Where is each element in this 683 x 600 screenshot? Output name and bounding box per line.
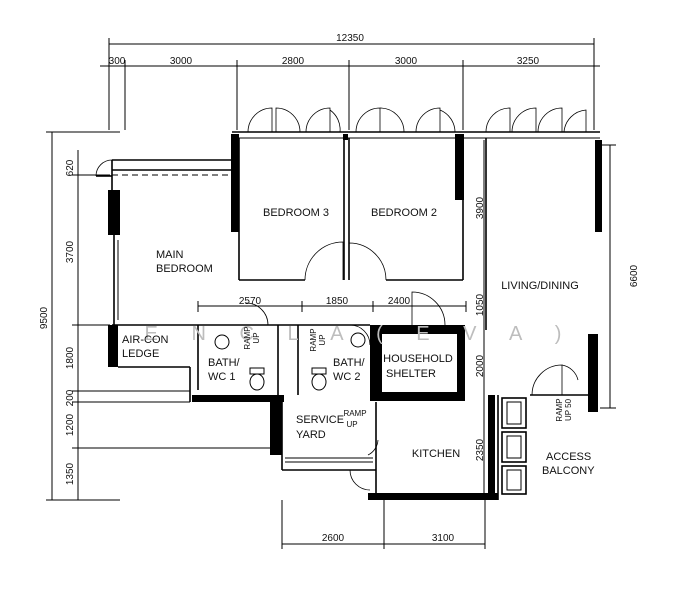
wall-aircon-left	[108, 325, 118, 367]
ramp-up-bath1: UP	[252, 332, 261, 343]
wall-bed2-right	[455, 134, 464, 200]
top-dim-3000-b: 3000	[395, 56, 418, 67]
label-main-bedroom-2: BEDROOM	[156, 263, 213, 275]
wall-living-right-top	[595, 140, 602, 232]
label-aircon-2: LEDGE	[122, 348, 159, 360]
wall-main-left	[108, 190, 120, 235]
left-dim-1350: 1350	[65, 462, 76, 485]
ramp-label-balcony: RAMP	[555, 398, 564, 421]
watermark: E N C L A ( E V A )	[145, 323, 576, 345]
fixtures	[214, 332, 366, 391]
ramp-label-bath1: RAMP	[243, 326, 252, 349]
top-dimensions: 12350 300 3000 2800 3000 3250	[100, 33, 600, 130]
label-main-bedroom-1: MAIN	[156, 249, 184, 261]
label-bedroom-2: BEDROOM 2	[371, 207, 437, 219]
windows	[247, 107, 587, 133]
right-dimension: 6600	[600, 144, 640, 409]
top-dim-3000-a: 3000	[170, 56, 193, 67]
left-dimensions: 9500 620 3700 1800 200 1200 1350	[39, 131, 280, 501]
toilet-icon	[249, 367, 265, 391]
inner-dim-1850: 1850	[326, 296, 349, 307]
wall-living-right-bottom	[588, 334, 598, 412]
label-shelter-2: SHELTER	[386, 368, 436, 380]
wall-bed3-left	[231, 134, 239, 232]
label-aircon-1: AIR-CON	[122, 334, 169, 346]
label-kitchen: KITCHEN	[412, 448, 460, 460]
label-balcony-2: BALCONY	[542, 465, 595, 477]
ramp-labels: RAMP UP RAMP UP RAMP UP RAMP UP 50	[243, 326, 573, 429]
right-dim-6600: 6600	[629, 264, 640, 287]
overall-width-label: 12350	[336, 33, 364, 44]
top-dim-2800: 2800	[282, 56, 305, 67]
left-dim-200: 200	[65, 389, 76, 406]
ramp-up-service: UP	[346, 420, 357, 429]
walls	[95, 131, 602, 500]
inner-dim-2570: 2570	[239, 296, 262, 307]
wall-shelter-left	[370, 325, 382, 400]
inner-dim-2000: 2000	[475, 354, 486, 377]
label-bath1-1: BATH/	[208, 357, 241, 369]
left-dim-3700: 3700	[65, 240, 76, 263]
ramp-up-balcony: UP 50	[564, 398, 573, 421]
left-total-label: 9500	[39, 306, 50, 329]
ramp-label-service: RAMP	[343, 409, 366, 418]
label-bath2-2: WC 2	[333, 371, 361, 383]
left-dim-1200: 1200	[65, 413, 76, 436]
label-service-1: SERVICE	[296, 414, 344, 426]
bottom-dim-3100: 3100	[432, 533, 455, 544]
ramp-up-bath2: UP	[318, 334, 327, 345]
label-living-dining: LIVING/DINING	[501, 280, 579, 292]
label-balcony-1: ACCESS	[546, 451, 591, 463]
inner-dimensions: 2570 1850 2400 3900 1050 2000 2350	[197, 140, 486, 498]
room-labels: BEDROOM 3 BEDROOM 2 MAIN BEDROOM LIVING/…	[122, 207, 595, 477]
ramp-label-bath2: RAMP	[309, 328, 318, 351]
label-shelter-1: HOUSEHOLD	[383, 353, 453, 365]
inner-dim-2350: 2350	[475, 438, 486, 461]
left-dim-620: 620	[65, 159, 76, 176]
left-dim-1800: 1800	[65, 346, 76, 369]
bottom-dimensions: 2600 3100	[281, 500, 486, 549]
basin-icon	[214, 332, 366, 350]
wall-kitchen-bottom	[368, 493, 498, 500]
label-bath1-2: WC 1	[208, 371, 236, 383]
top-dim-300: 300	[109, 56, 126, 67]
label-service-2: YARD	[296, 429, 326, 441]
inner-dim-3900: 3900	[475, 196, 486, 219]
label-bedroom-3: BEDROOM 3	[263, 207, 329, 219]
toilet-icon	[311, 367, 327, 391]
inner-dim-1050: 1050	[475, 293, 486, 316]
inner-dim-2400: 2400	[388, 296, 411, 307]
doors	[245, 241, 579, 491]
top-dim-3250: 3250	[517, 56, 540, 67]
label-bath2-1: BATH/	[333, 357, 366, 369]
bottom-dim-2600: 2600	[322, 533, 345, 544]
